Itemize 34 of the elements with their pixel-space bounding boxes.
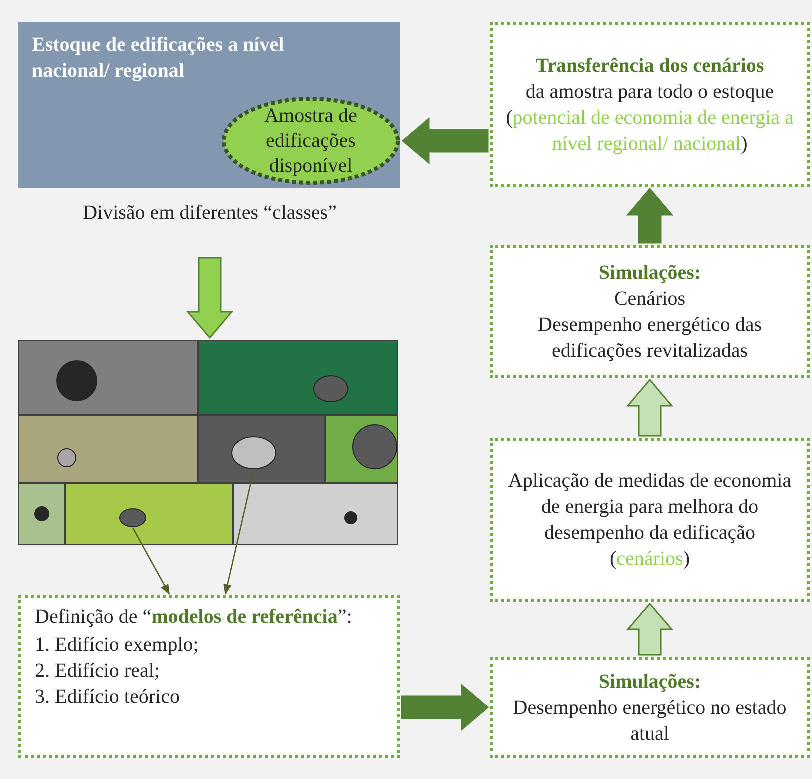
list-item: 2. Edifício real; (35, 659, 160, 684)
body-text: Estoque de edificações a nível nacional/ regional (32, 33, 286, 84)
leader-line (132, 528, 170, 595)
class-grid-drawing (18, 340, 398, 545)
block-arrow (626, 378, 674, 437)
circle-marker (231, 436, 277, 470)
body-text: Amostra de edificações disponível (264, 104, 358, 178)
body-text: Desempenho energético no estado atual (512, 696, 788, 746)
sample-ellipse (221, 96, 401, 186)
process-box (490, 438, 810, 602)
reference-model-box (18, 595, 400, 758)
body-text: Cenários (614, 286, 686, 312)
body-text: da amostra para todo o estoque (526, 80, 774, 104)
heading-text: Simulações: (598, 260, 702, 286)
list-item: 3. Edifício teórico (35, 685, 180, 710)
body-text: Desempenho energético das edificações revitalizadas (537, 312, 763, 364)
note-text: (potencial de economia de energia a nível regional/ nacional) (505, 106, 795, 156)
circle-marker (119, 508, 147, 528)
list-item: 1. Edifício exemplo; (35, 633, 199, 658)
stock-panel (18, 22, 400, 188)
block-arrow (186, 257, 234, 340)
body-text: Divisão em diferentes “classes” (82, 201, 338, 226)
heading-text: Transferência dos cenários (536, 54, 764, 78)
heading-text: Simulações: (598, 670, 702, 694)
process-box (490, 22, 810, 187)
block-arrow (402, 117, 489, 165)
body-text: Aplicação de medidas de economia de energia para melhora do desempenho da edificação (507, 469, 793, 546)
process-box (490, 245, 810, 378)
heading-text: Definição de “modelos de referência”: (35, 605, 352, 630)
process-box (490, 657, 810, 758)
block-arrow (626, 602, 674, 656)
block-arrow (626, 188, 674, 244)
note-text: (cenários) (610, 547, 690, 572)
block-arrow (401, 684, 490, 732)
